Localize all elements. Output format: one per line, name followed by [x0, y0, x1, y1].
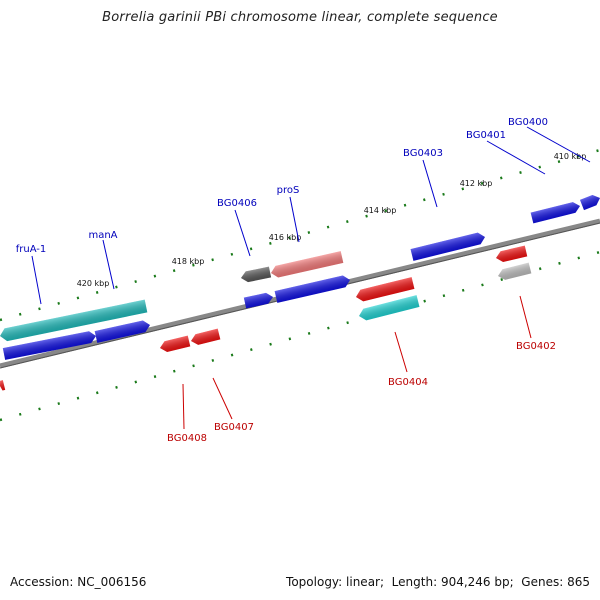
leader-line — [422, 159, 438, 208]
scale-label: 414 kbp — [364, 206, 397, 215]
gene-arrow — [359, 295, 420, 321]
genes-value: 865 — [567, 575, 590, 589]
gene-arrow — [0, 299, 148, 342]
topology-value: linear — [346, 575, 380, 589]
leader-line — [394, 331, 408, 373]
leader-line — [212, 377, 233, 420]
gene-label-bg0404[interactable]: BG0404 — [388, 377, 428, 388]
gene-label-bg0408[interactable]: BG0408 — [167, 433, 207, 444]
gene-arrows — [0, 195, 600, 391]
scale-label: 412 kbp — [460, 179, 493, 188]
accession-value: NC_006156 — [77, 575, 147, 589]
gene-label-bg0400[interactable]: BG0400 — [508, 117, 548, 128]
gene-arrow — [580, 195, 600, 211]
leader-line — [289, 196, 300, 243]
gene-arrow — [530, 202, 581, 224]
length-value: 904,246 bp — [440, 575, 510, 589]
gene-arrow — [160, 335, 191, 352]
gene-arrow — [410, 232, 485, 261]
leader-line — [31, 255, 42, 305]
topology-label: Topology: — [286, 575, 343, 589]
gene-arrow — [274, 275, 351, 303]
gene-label-mana[interactable]: manA — [88, 230, 117, 241]
gene-arrow — [496, 245, 528, 262]
gene-arrow — [2, 331, 96, 360]
scale-labels: 410 kbp 412 kbp 414 kbp 416 kbp 418 kbp 420 k… — [77, 152, 587, 288]
gene-label-bg0406[interactable]: BG0406 — [217, 198, 257, 209]
leader-line — [486, 140, 546, 175]
length-label: Length: — [391, 575, 438, 589]
gene-arrow — [0, 380, 6, 391]
gene-label-pros[interactable]: proS — [277, 185, 300, 196]
scale-label: 420 kbp — [77, 279, 110, 288]
gene-arrow — [191, 328, 221, 345]
map-title: Borrelia garinii PBi chromosome linear, … — [102, 10, 498, 25]
scale-label: 416 kbp — [269, 233, 302, 242]
gene-arrow — [498, 262, 532, 280]
sequence-summary-footer: Topology: linear; Length: 904,246 bp; Ge… — [286, 575, 590, 589]
gene-arrow — [243, 292, 274, 309]
gene-arrow — [94, 320, 151, 343]
accession-footer: Accession: NC_006156 — [10, 575, 146, 589]
scale-label: 418 kbp — [172, 257, 205, 266]
gene-arrow — [271, 251, 344, 278]
leader-line — [526, 126, 591, 163]
gene-label-bg0407[interactable]: BG0407 — [214, 422, 254, 433]
scale-label: 410 kbp — [554, 152, 587, 161]
gene-label-bg0403[interactable]: BG0403 — [403, 148, 443, 159]
gene-label-bg0402[interactable]: BG0402 — [516, 341, 556, 352]
leader-line — [519, 295, 532, 339]
leader-line — [234, 209, 251, 257]
gene-label-frua-1[interactable]: fruA-1 — [16, 244, 47, 255]
gene-arrow — [356, 277, 415, 302]
leader-lines — [31, 126, 591, 430]
genes-label: Genes: — [521, 575, 564, 589]
leader-line — [182, 383, 185, 430]
accession-label: Accession: — [10, 575, 74, 589]
gene-arrow — [241, 266, 272, 283]
leader-line — [102, 239, 115, 290]
gene-label-bg0401[interactable]: BG0401 — [466, 130, 506, 141]
